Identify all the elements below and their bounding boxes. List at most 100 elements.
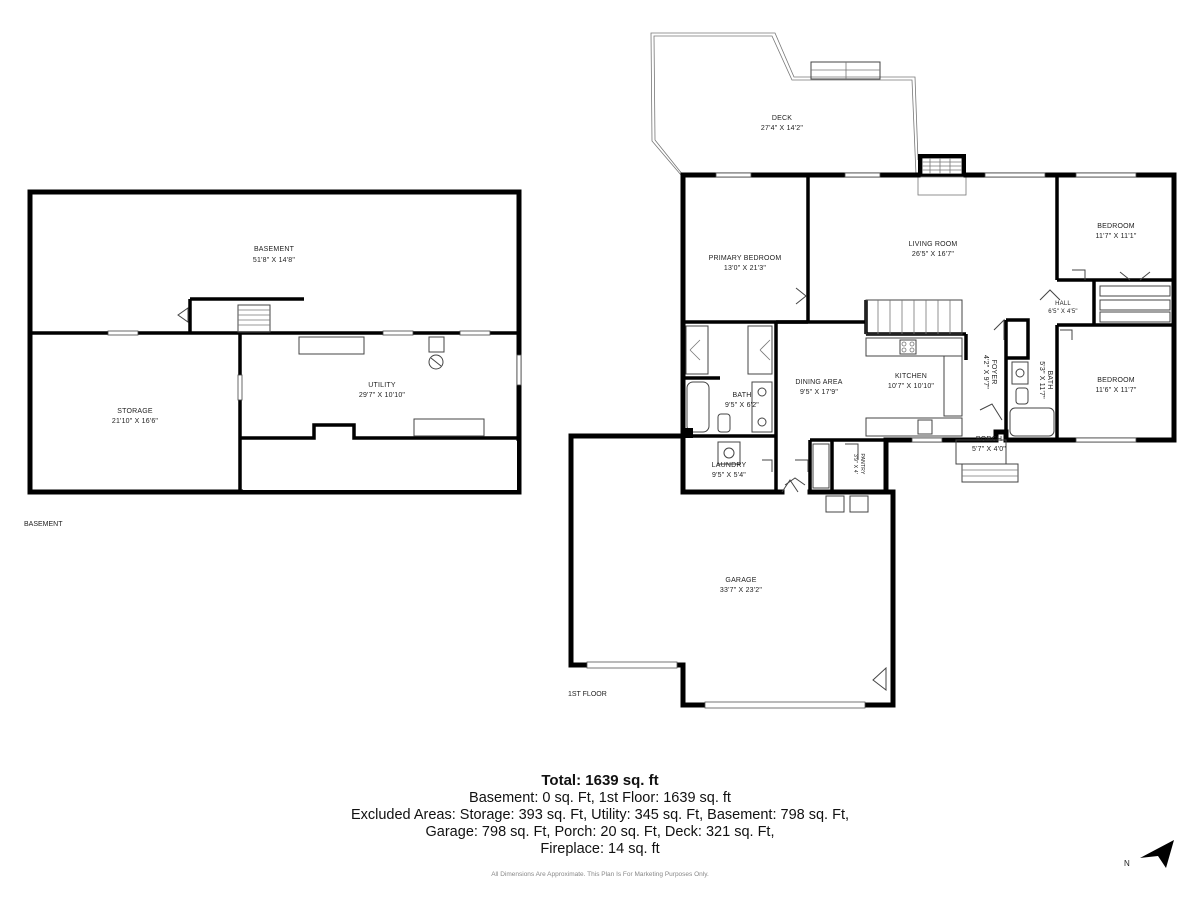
room-name-pantry: PANTRY <box>859 453 865 474</box>
sink-icon <box>757 417 767 427</box>
area-summary: Total: 1639 sq. ft Basement: 0 sq. Ft, 1… <box>300 772 900 858</box>
door <box>1072 269 1086 280</box>
room-name-living-room: LIVING ROOM <box>909 241 958 248</box>
room-dims-primary-bedroom: 13'0" X 21'3" <box>724 265 766 272</box>
window <box>844 172 881 178</box>
room-dims-bath-main: 9'5" X 6'2" <box>725 402 759 409</box>
room-name-basement: BASEMENT <box>254 246 295 253</box>
water-heater <box>428 336 445 353</box>
room-dims-bedroom-2: 11'6" X 11'7" <box>1095 387 1136 394</box>
door <box>1060 329 1073 340</box>
deck-outline <box>653 35 917 176</box>
basement-outline <box>27 189 522 495</box>
room-name-bath-2: BATH <box>1046 371 1053 390</box>
summary-line-2: Excluded Areas: Storage: 393 sq. Ft, Uti… <box>350 807 850 823</box>
front-door <box>979 403 1003 421</box>
room-dims-bath-2: 5'3" X 11'7" <box>1038 361 1045 399</box>
summary-line-3: Garage: 798 sq. Ft, Porch: 20 sq. Ft, De… <box>425 824 775 840</box>
floor-label-first-floor: 1ST FLOOR <box>568 691 607 698</box>
room-name-deck: DECK <box>772 115 792 122</box>
room-dims-storage: 21'10" X 16'6" <box>112 418 159 425</box>
north-arrow-icon: N <box>1124 840 1174 868</box>
total-area: Total: 1639 sq. ft <box>541 772 659 789</box>
window <box>107 330 139 336</box>
sink-icon <box>757 387 767 397</box>
room-name-kitchen: KITCHEN <box>895 373 927 380</box>
window <box>382 330 414 336</box>
garage-entry-door <box>781 479 799 493</box>
porch-steps <box>961 463 1019 483</box>
room-name-hall: HALL <box>1055 301 1071 307</box>
laundry-door <box>762 459 773 472</box>
window <box>911 437 943 443</box>
room-dims-deck: 27'4" X 14'2" <box>761 125 803 132</box>
pantry-shelf <box>812 443 830 489</box>
room-name-storage: STORAGE <box>117 408 153 415</box>
window <box>1075 172 1137 178</box>
window <box>516 354 522 386</box>
window <box>459 330 491 336</box>
sink-icon <box>1015 368 1025 378</box>
garage-side-door <box>872 666 887 692</box>
room-dims-laundry: 9'5" X 5'4" <box>712 472 746 479</box>
room-dims-basement: 51'8" X 14'8" <box>253 257 295 264</box>
garage-door <box>704 701 866 709</box>
compass-label: N <box>1124 859 1130 868</box>
door <box>1119 271 1151 281</box>
room-name-bedroom-1: BEDROOM <box>1097 223 1135 230</box>
vanity <box>1011 361 1029 385</box>
basement-stairs <box>237 304 271 333</box>
toilet-icon <box>717 413 731 433</box>
room-name-porch: PORCH <box>976 436 1002 443</box>
basement-floor: BASEMENT 51'8" X 14'8" STORAGE 21'10" X … <box>24 189 522 528</box>
room-dims-bedroom-1: 11'7" X 11'1" <box>1095 233 1136 240</box>
garage-door <box>586 661 678 669</box>
furnace-icon <box>428 354 444 370</box>
hearth <box>917 176 967 196</box>
utility-bottom-wall <box>240 423 519 440</box>
toilet-icon <box>1015 387 1029 405</box>
room-dims-hall: 6'5" X 4'5" <box>1048 309 1077 315</box>
garage-step <box>825 495 845 513</box>
closet <box>685 325 709 375</box>
summary-line-4: Fireplace: 14 sq. ft <box>540 841 660 857</box>
opening <box>237 374 243 401</box>
room-name-utility: UTILITY <box>368 382 396 389</box>
room-name-garage: GARAGE <box>725 577 756 584</box>
main-stairs <box>865 299 963 335</box>
pantry-door <box>845 443 859 460</box>
door <box>1039 289 1061 301</box>
summary-line-1: Basement: 0 sq. Ft, 1st Floor: 1639 sq. … <box>469 790 731 806</box>
window <box>984 172 1046 178</box>
basement-door <box>177 307 189 323</box>
room-dims-dining-area: 9'5" X 17'9" <box>800 389 838 396</box>
first-floor: DECK 27'4" X 14'2" PRIMARY BEDROOM 13'0"… <box>568 32 1177 709</box>
vanity <box>751 381 773 433</box>
room-dims-porch: 5'7" X 4'0" <box>972 446 1006 453</box>
garage-wall-west <box>568 433 686 668</box>
room-name-bath-main: BATH <box>733 392 752 399</box>
utility-bench <box>413 418 485 437</box>
room-name-foyer: FOYER <box>990 359 997 384</box>
room-name-dining-area: DINING AREA <box>795 379 842 386</box>
utility-counter <box>298 336 365 355</box>
bathtub <box>1009 407 1055 437</box>
kitchen-counters <box>865 337 963 437</box>
room-name-primary-bedroom: PRIMARY BEDROOM <box>709 255 782 262</box>
linen-closet <box>1099 285 1171 297</box>
washer <box>717 441 741 465</box>
room-dims-foyer: 4'2" X 9'7" <box>982 355 989 389</box>
room-dims-garage: 33'7" X 23'2" <box>720 587 762 594</box>
room-name-bedroom-2: BEDROOM <box>1097 377 1135 384</box>
window <box>1075 437 1137 443</box>
door <box>795 287 807 305</box>
door <box>993 318 1005 340</box>
garage-wall-south <box>568 489 896 708</box>
bathtub <box>686 381 710 433</box>
room-dims-utility: 29'7" X 10'10" <box>359 392 406 399</box>
room-name-laundry: LAUNDRY <box>712 462 747 469</box>
room-dims-living-room: 26'5" X 16'7" <box>912 251 954 258</box>
garage-step <box>849 495 869 513</box>
room-dims-pantry: 3'9" X 4' <box>852 454 858 474</box>
